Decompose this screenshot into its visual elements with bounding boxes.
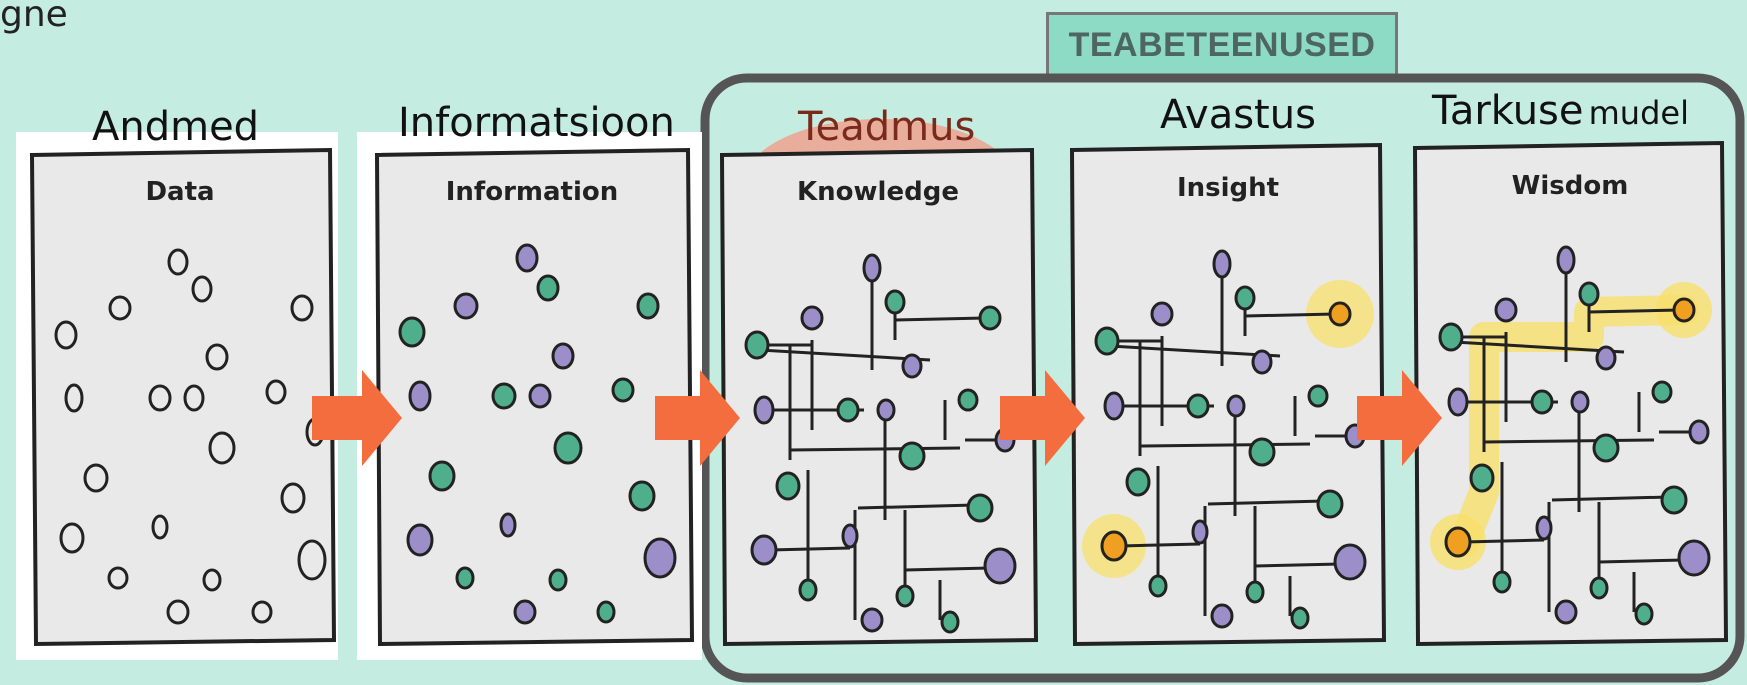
stage-label-avastus: Avastus <box>1160 92 1316 138</box>
arrow-4 <box>1357 370 1442 466</box>
stage-label-teadmus: Teadmus <box>798 104 976 150</box>
stage-label-tarkuse-suffix: mudel <box>1588 94 1689 132</box>
stage-label-andmed: Andmed <box>92 104 260 150</box>
knowledge-network <box>744 253 1017 634</box>
panel-insight <box>1069 142 1387 647</box>
stage-label-informatsioon: Informatsioon <box>398 100 675 146</box>
panel-title-wisdom: Wisdom <box>1512 171 1629 201</box>
panel-title-insight: Insight <box>1177 173 1279 203</box>
stage-label-tarkuse: Tarkuse mudel <box>1432 88 1689 134</box>
panel-knowledge <box>719 147 1039 647</box>
arrow-2 <box>655 370 740 466</box>
corner-text: gne <box>0 0 68 35</box>
arrow-1 <box>312 370 402 466</box>
panel-title-knowledge: Knowledge <box>797 177 959 207</box>
information-nodes <box>398 243 677 625</box>
data-nodes <box>54 248 327 625</box>
panel-wisdom <box>1412 140 1729 647</box>
arrow-3 <box>1000 370 1085 466</box>
wisdom-network <box>1430 245 1712 626</box>
teabeteenused-label: TEABETEENUSED <box>1046 12 1398 78</box>
arrows <box>312 370 1442 466</box>
panel-title-data: Data <box>145 177 214 207</box>
stage-label-tarkuse-main: Tarkuse <box>1432 88 1584 134</box>
panel-data <box>16 132 338 660</box>
panel-title-information: Information <box>446 177 619 207</box>
